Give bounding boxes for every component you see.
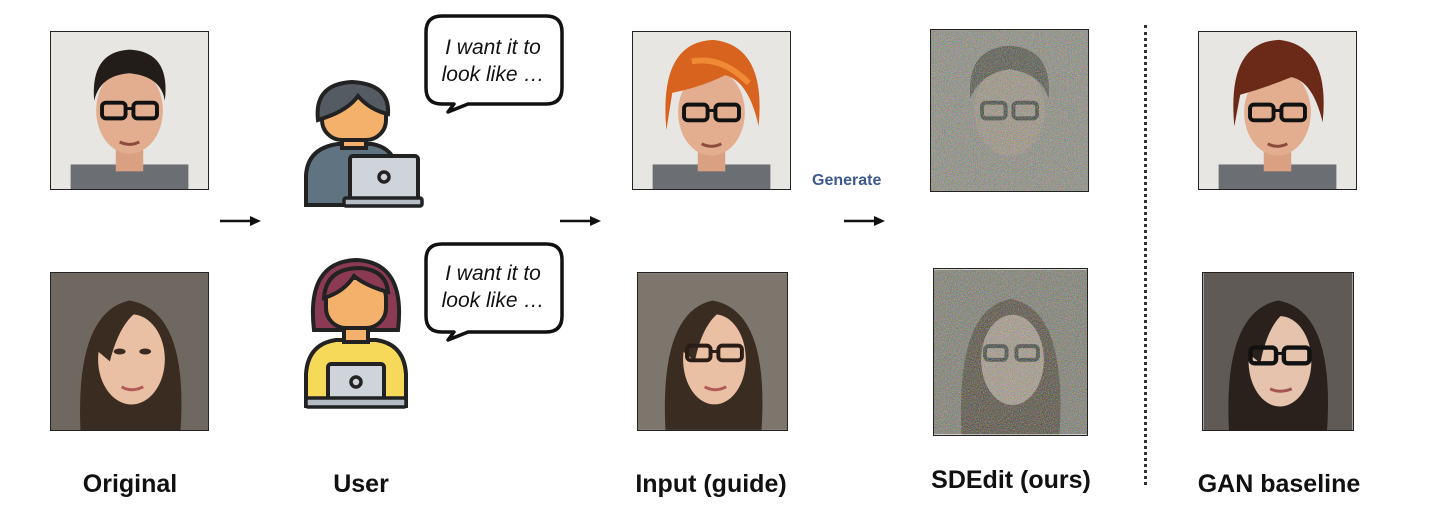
original-photo-woman [50,272,209,431]
speech-bubble-icon [424,14,564,114]
caption-user: User [333,470,389,498]
sdedit-output-man [930,29,1089,192]
original-photo-man [50,31,209,190]
woman-at-laptop-icon [304,257,408,409]
speech-bubble-icon [424,242,564,342]
man-at-laptop-icon [304,80,424,208]
right-arrow-icon [844,216,885,226]
column-divider [1144,25,1147,485]
bubble-text-bottom: I want it to look like … [441,262,545,312]
input-guide-man [632,31,791,190]
gan-baseline-man [1198,31,1357,190]
gan-baseline-woman [1202,272,1354,431]
sdedit-output-woman [933,268,1088,436]
caption-gan-baseline: GAN baseline [1197,470,1361,498]
right-arrow-icon [220,216,261,226]
caption-input: Input (guide) [635,470,787,498]
right-arrow-icon [560,216,601,226]
bubble-text-top: I want it to look like … [441,36,545,86]
generate-label: Generate [812,172,882,189]
caption-sdedit: SDEdit (ours) [931,466,1091,494]
caption-original: Original [82,470,178,498]
input-guide-woman [637,272,788,431]
